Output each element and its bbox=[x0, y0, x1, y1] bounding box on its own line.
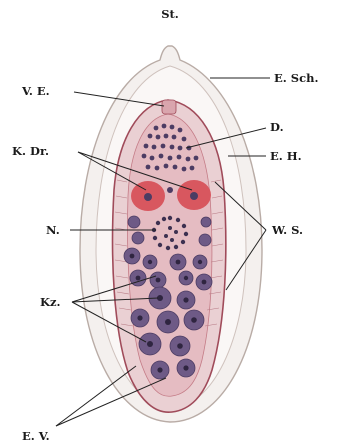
label-ev: E. V. bbox=[22, 429, 50, 443]
label-kz: Kz. bbox=[40, 295, 61, 309]
label-n: N. bbox=[46, 223, 60, 237]
label-eh: E. H. bbox=[270, 149, 302, 163]
label-ve: V. E. bbox=[21, 84, 50, 98]
label-st: St. bbox=[161, 7, 179, 21]
label-d: D. bbox=[270, 120, 284, 134]
label-ws: W. S. bbox=[271, 223, 303, 237]
anterior-opening bbox=[162, 100, 176, 114]
label-kdr: K. Dr. bbox=[12, 144, 49, 158]
label-esch: E. Sch. bbox=[274, 71, 318, 85]
